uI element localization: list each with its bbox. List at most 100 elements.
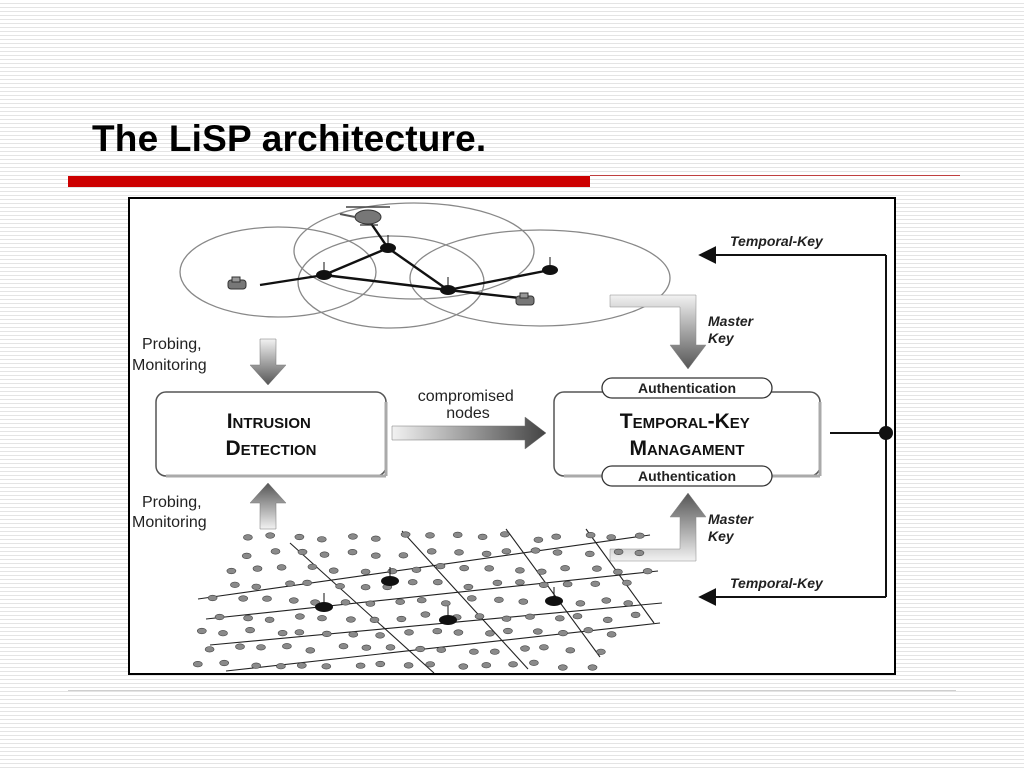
sensor-node [407,579,418,586]
sensor-node [294,629,305,636]
authentication-pill-top [601,377,773,399]
sensor-node [276,564,287,571]
sensor-node [398,552,409,559]
sensor-node [348,631,359,638]
sensor-cluster-head [315,602,333,612]
architecture-figure: Probing, Monitoring Intrusion Detection … [128,197,896,675]
temporal-key-label-top: Temporal-Key [730,233,824,249]
sensor-node [529,659,539,666]
top-cluster-network [179,202,671,329]
sensor-node [294,533,305,541]
sensor-node [557,664,568,671]
sensor-node [264,616,275,623]
authentication-label-top: Authentication [638,380,736,396]
sensor-node [226,567,237,575]
master-key-label-top: Master Key [708,313,757,346]
sensor-node [245,627,255,634]
sensor-node [484,565,495,572]
sensor-node [295,613,305,620]
sensor-node [642,568,653,575]
sensor-node [533,536,544,543]
sensor-node [322,630,332,638]
sensor-node [360,584,371,591]
sensor-node [348,533,358,540]
sensor-node [572,613,583,620]
sensor-node [474,613,485,620]
sensor-node [416,597,427,604]
sensor-node [515,567,525,574]
title-underline [68,176,590,187]
sensor-node [355,662,366,669]
sensor-node [623,600,634,607]
sensor-node [622,579,632,586]
sensor-node [375,660,386,668]
sensor-node [338,643,349,650]
sensor-node [554,615,565,622]
probing-label-bottom: Probing, Monitoring [132,494,207,531]
sensor-node [256,644,266,651]
sensor-node [197,627,207,635]
sensor-node [235,643,245,650]
sensor-node [453,629,464,636]
sensor-node [489,648,500,655]
sensor-node [508,661,518,668]
sensor-node [262,595,272,602]
sensor-node [606,534,617,541]
sensor-node [307,563,318,570]
sensor-node [452,531,463,539]
sensor-node [243,615,253,622]
sensor-node [558,630,568,637]
sensor-node [602,616,613,624]
sensor-node [426,548,437,555]
sensor-node [207,594,218,602]
sensor-node [492,579,503,587]
sensor-node [590,580,601,587]
coverage-ellipse [293,202,535,300]
sensor-node [241,552,252,560]
master-key-arrow-top [609,294,707,370]
sensor-node [536,568,547,575]
master-key-label-bottom: Master Key [708,511,757,544]
cluster-head-node [542,265,558,275]
sensor-node [562,581,573,588]
sensor-node [218,630,228,637]
sensor-node [238,595,248,602]
sensor-node [277,630,288,637]
sensor-node [436,646,447,653]
sensor-node [630,611,641,619]
helicopter-icon [339,206,390,226]
sensor-node [440,600,451,607]
intrusion-detection-box [155,391,387,477]
sensor-cluster-head [439,615,457,625]
master-key-arrow-bottom [609,492,707,562]
sensor-node [375,632,385,639]
sensor-node [469,648,479,655]
sensor-node [485,630,495,637]
sensor-node [285,580,295,587]
sensor-node [425,661,436,668]
sensor-node [552,549,563,556]
coverage-ellipse [179,226,377,318]
sensor-node [606,631,617,638]
top-cluster-heads [316,243,558,295]
top-cluster-links [259,218,551,300]
sensor-node [587,664,598,671]
sensor-node [346,616,356,623]
temporal-key-management-box [553,391,821,477]
sensor-node [328,567,339,574]
sensor-node [305,647,316,654]
sensor-node [575,600,586,607]
sensor-node [396,615,407,623]
probing-arrow-down [249,338,287,386]
sensor-node [463,583,474,591]
sensor-node [371,535,381,542]
authentication-pill-bottom [601,465,773,487]
sensor-node [503,627,513,635]
sensor-node [302,579,312,587]
slide-title: The LiSP architecture. [92,118,487,159]
sensor-node [539,644,549,651]
sensor-node [204,646,215,653]
sensor-nodes [193,531,653,671]
title-underline-thin [590,175,960,176]
sensor-cluster-head [545,596,563,606]
